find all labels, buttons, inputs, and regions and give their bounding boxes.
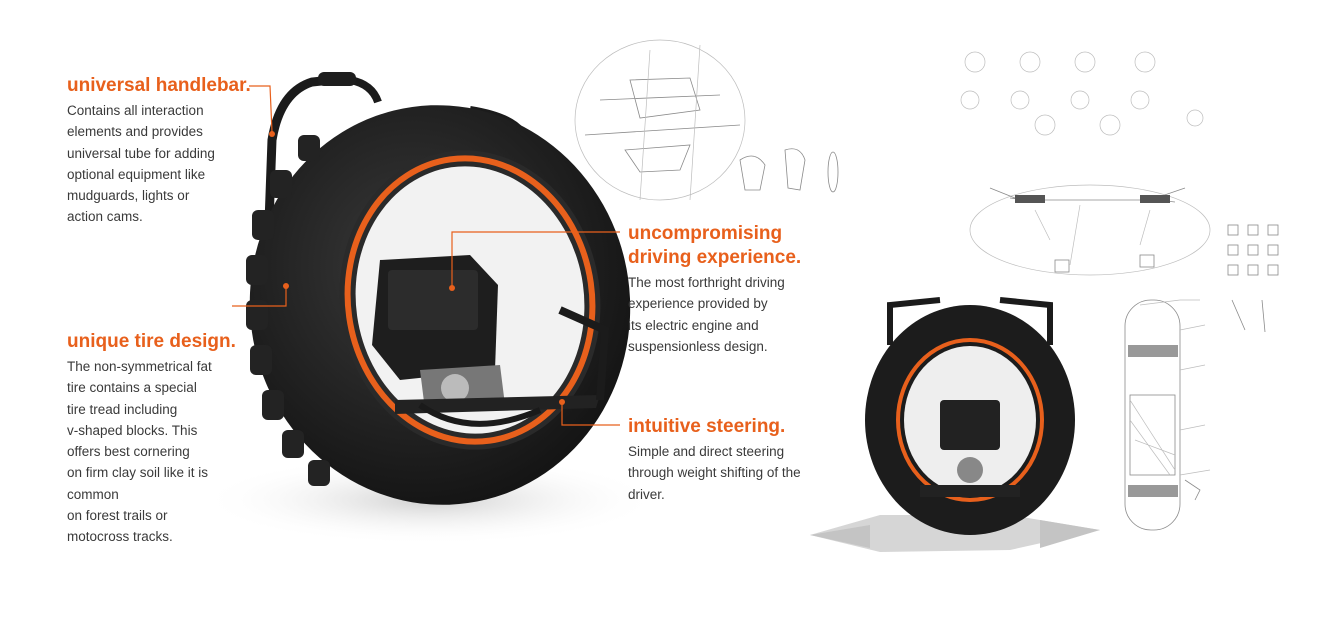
hand-position-sketches [960,51,1279,333]
handlebar-feature-title: universal handlebar. [67,75,251,96]
handlebar-sketch [574,39,839,201]
tire-description-line: on firm clay soil like it is [67,465,209,481]
monowheel-render [200,72,660,545]
driving-title-line: uncompromising [628,223,783,244]
driving-feature: uncompromising driving experience. The m… [628,222,801,357]
steering-description-line: Simple and direct steering [628,444,785,459]
driving-description-line: its electric engine and [628,317,759,333]
steering-feature-title: intuitive steering. [628,416,786,437]
steering-feature-description: Simple and direct steering through weigh… [628,441,801,505]
cross-section-sketch [1124,299,1211,531]
tire-description-line: tire contains a special [67,380,197,396]
driving-feature-description: The most forthright driving experience p… [628,272,801,357]
handlebar-feature: universal handlebar. Contains all intera… [67,74,251,228]
tire-description-line: The non-symmetrical fat [67,359,212,374]
tire-description-line: on forest trails or [67,508,168,524]
tire-description-line: v-shaped blocks. This [67,422,198,438]
handlebar-description-line: Contains all interaction [67,103,204,118]
tire-description-line: tire tread including [67,401,178,417]
driving-description-line: suspensionless design. [628,338,768,354]
driving-description-line: The most forthright driving [628,275,785,290]
steering-feature: intuitive steering. Simple and direct st… [628,415,801,505]
tire-feature: unique tire design. The non-symmetrical … [67,330,236,548]
handlebar-description-line: mudguards, lights or [67,188,190,204]
driving-feature-title: uncompromising driving experience. [628,222,801,270]
handlebar-description-line: universal tube for adding [67,145,215,161]
tire-description-line: motocross tracks. [67,529,173,545]
driving-description-line: experience provided by [628,296,768,312]
steering-description-line: through weight shifting of the [628,465,801,481]
tire-description-line: common [67,486,119,502]
front-view-render [810,297,1100,552]
steering-description-line: driver. [628,486,665,502]
driving-title-line: driving experience. [628,247,802,268]
handlebar-description-line: action cams. [67,209,143,225]
tire-feature-title: unique tire design. [67,331,236,352]
handlebar-feature-description: Contains all interaction elements and pr… [67,100,251,228]
callout-lines [232,85,620,426]
tire-description-line: offers best cornering [67,444,190,460]
handlebar-description-line: optional equipment like [67,166,206,182]
handlebar-description-line: elements and provides [67,124,203,140]
tire-feature-description: The non-symmetrical fat tire contains a … [67,356,236,548]
